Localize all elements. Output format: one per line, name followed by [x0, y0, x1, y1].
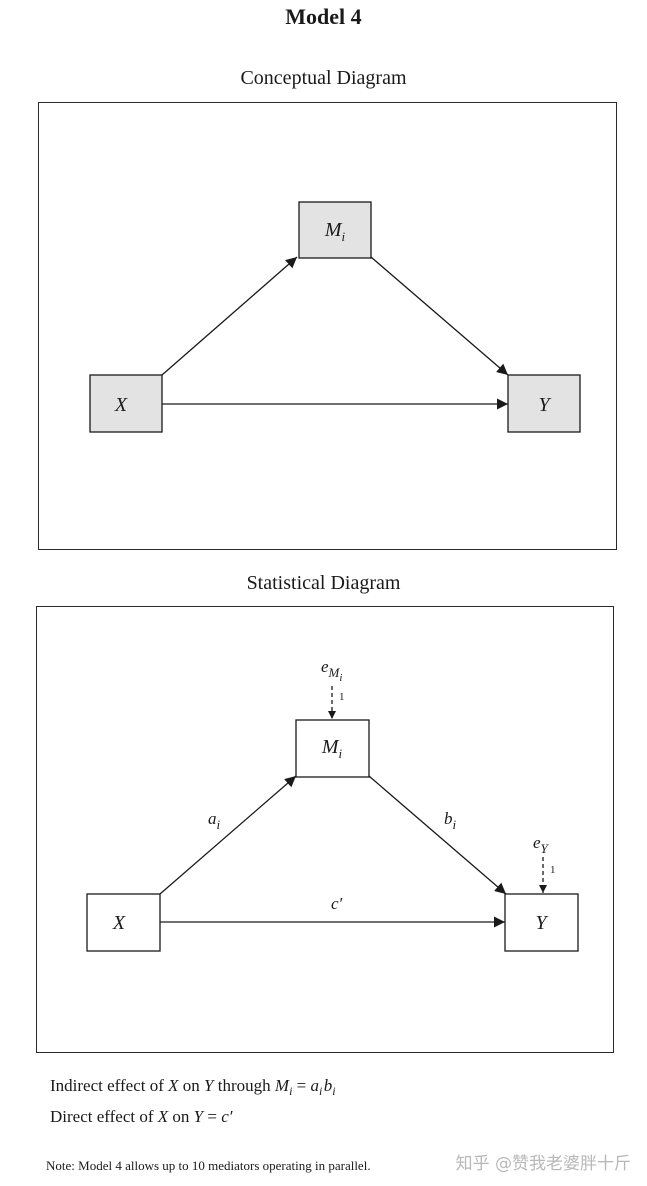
svg-text:Y: Y: [535, 912, 548, 934]
indirect-effect-text: Indirect effect of X on Y through Mi = a…: [50, 1076, 336, 1099]
conceptual-diagram-heading: Conceptual Diagram: [240, 67, 407, 89]
statistical-diagram-panel: [36, 606, 614, 1053]
path-label-a: ai: [208, 809, 221, 832]
svg-text:X: X: [112, 912, 126, 934]
conceptual-node-y: Y: [507, 374, 581, 433]
path-label-c: c′: [331, 894, 343, 913]
model-note: Note: Model 4 allows up to 10 mediators …: [46, 1158, 371, 1173]
conceptual-arrow-x-m: [161, 256, 298, 376]
path-label-b: bi: [444, 809, 457, 832]
conceptual-node-m: Mi: [298, 201, 372, 259]
statistical-diagram-heading: Statistical Diagram: [246, 572, 401, 594]
svg-text:Y: Y: [538, 394, 551, 416]
conceptual-arrow-m-y: [370, 256, 509, 376]
error-weight-m: 1: [339, 691, 345, 703]
statistical-arrow-x-m: [159, 775, 297, 895]
error-label-y: eY: [533, 833, 550, 856]
statistical-node-m: Mi: [295, 719, 370, 778]
svg-text:Mi: Mi: [324, 219, 346, 244]
svg-text:Mi: Mi: [321, 736, 343, 761]
conceptual-node-x: X: [89, 374, 163, 433]
watermark: 知乎 @赞我老婆胖十斤: [455, 1154, 631, 1174]
svg-text:X: X: [114, 394, 128, 416]
direct-effect-text: Direct effect of X on Y = c′: [50, 1107, 233, 1126]
page-title: Model 4: [285, 4, 362, 29]
statistical-node-y: Y: [504, 893, 579, 952]
statistical-arrow-m-y: [368, 775, 507, 895]
statistical-node-x: X: [86, 893, 161, 952]
error-weight-y: 1: [550, 864, 556, 876]
conceptual-diagram-panel: [38, 102, 617, 550]
error-label-m: eMi: [321, 657, 342, 684]
